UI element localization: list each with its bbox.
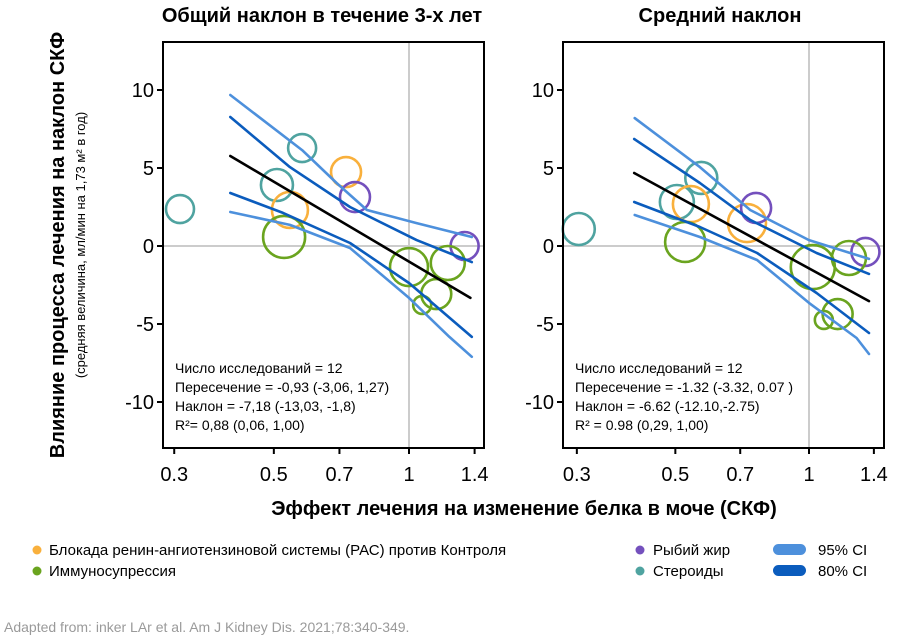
x-tick-label: 0.5 (661, 464, 689, 486)
legend-label-fish-oil: Рыбий жир (653, 542, 730, 559)
regression-stat: Число исследований = 12 (575, 360, 743, 376)
regression-line (229, 154, 472, 300)
legend-label-immuno: Иммуносупрессия (49, 563, 176, 580)
data-point-ras (329, 155, 363, 189)
legend-marker-steroids (635, 566, 645, 576)
x-tick-label: 0.3 (563, 464, 591, 486)
plot-right: 10 5 0 -5 -10 0.3 0.5 0.7 1 1.4 Число исследований… (525, 41, 888, 486)
data-point-steroids (164, 193, 196, 225)
x-tick-label: 1.4 (860, 464, 888, 486)
legend-marker-ras (32, 545, 42, 555)
ci95-lower-line (633, 213, 871, 356)
data-point-steroids (259, 167, 295, 203)
chart-title-left: Общий наклон в течение 3-х лет (162, 5, 483, 27)
x-tick-label: 0.7 (726, 464, 754, 486)
regression-stat: Наклон = -7,18 (-13,03, -1,8) (175, 398, 356, 414)
x-axis-title: Эффект лечения на изменение белка в моче… (271, 498, 777, 520)
legend-label-ci95: 95% CI (818, 542, 867, 559)
legend-marker-ci80 (773, 565, 806, 576)
legend-label-steroids: Стероиды (653, 563, 723, 580)
ci80-upper-line (229, 115, 474, 264)
x-tick-label: 1.4 (461, 464, 489, 486)
chart-title-right: Средний наклон (639, 5, 802, 27)
x-tick-label: 0.3 (160, 464, 188, 486)
data-point-fish_oil (338, 180, 372, 214)
data-point-steroids (286, 132, 318, 164)
y-tick-label: 10 (132, 80, 154, 102)
y-tick-label: -10 (525, 392, 554, 414)
ci95-lower-line (229, 210, 474, 359)
data-point-fish_oil (850, 236, 881, 268)
x-tick-label: 0.5 (260, 464, 288, 486)
regression-stat: Наклон = -6.62 (-12.10,-2.75) (575, 398, 760, 414)
legend-marker-immuno (32, 566, 42, 576)
data-point-steroids (683, 160, 719, 196)
x-tick-label: 0.7 (326, 464, 354, 486)
x-tick-label: 1 (803, 464, 814, 486)
ci80-lower-line (632, 200, 871, 335)
legend-label-ci80: 80% CI (818, 563, 867, 580)
y-tick-label: 5 (543, 158, 554, 180)
source-footnote: Adapted from: inker LAr et al. Am J Kidn… (4, 619, 409, 635)
regression-stat: R²= 0,88 (0,06, 1,00) (175, 417, 305, 433)
regression-stat: Число исследований = 12 (175, 360, 343, 376)
data-point-immuno (429, 244, 467, 282)
y-tick-label: -10 (125, 392, 154, 414)
y-tick-label: 10 (532, 80, 554, 102)
ci80-upper-line (632, 137, 871, 276)
legend-label-ras: Блокада ренин-ангиотензиновой системы (Р… (49, 542, 506, 559)
legend-marker-ci95 (773, 544, 806, 555)
ci95-upper-line (633, 116, 871, 261)
y-tick-label: 0 (543, 236, 554, 258)
plot-left: 10 5 0 -5 -10 0.3 0.5 0.7 1 1.4 Число исследований… (125, 41, 489, 486)
y-tick-label: -5 (536, 314, 554, 336)
ci80-lower-line (229, 191, 474, 339)
y-axis-subtitle: (средняя величина, мл/мин на 1,73 м² в г… (73, 112, 88, 378)
data-point-immuno (261, 214, 307, 260)
y-tick-label: 0 (143, 236, 154, 258)
x-tick-label: 1 (403, 464, 414, 486)
legend-marker-fish-oil (635, 545, 645, 555)
regression-stat: Пересечение = -0,93 (-3,06, 1,27) (175, 379, 389, 395)
y-tick-label: 5 (143, 158, 154, 180)
data-point-immuno (388, 246, 430, 288)
regression-stat: Пересечение = -1.32 (-3.32, 0.07 ) (575, 379, 793, 395)
ci95-upper-line (229, 93, 474, 239)
data-point-steroids (561, 211, 597, 247)
y-tick-label: -5 (136, 314, 154, 336)
y-axis-title: Влияние процесса лечения на наклон СКФ (47, 32, 69, 458)
regression-line (632, 171, 871, 303)
regression-stat: R² = 0.98 (0,29, 1,00) (575, 417, 708, 433)
legend: Блокада ренин-ангиотензиновой системы (Р… (32, 542, 867, 580)
